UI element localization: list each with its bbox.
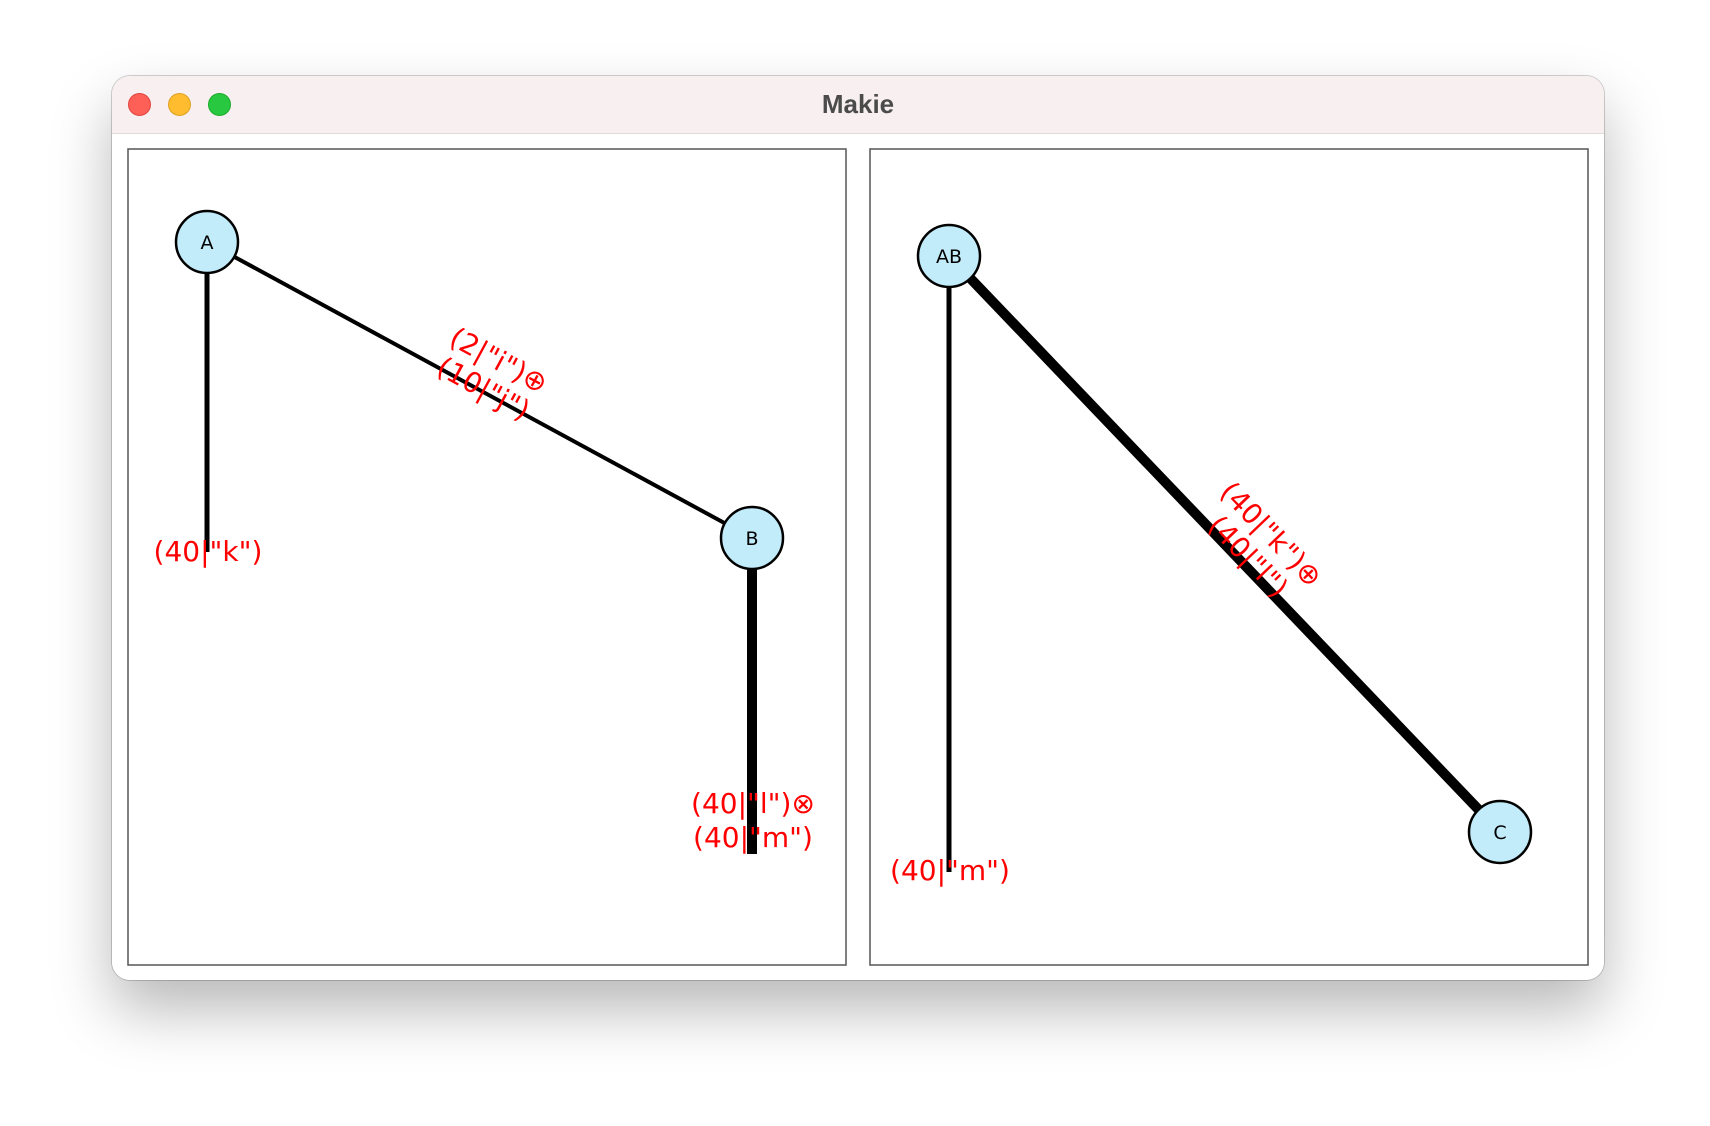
minimize-button[interactable]	[168, 93, 191, 116]
close-button[interactable]	[128, 93, 151, 116]
node-c-circle	[1467, 799, 1533, 865]
node-a[interactable]: A	[174, 209, 240, 275]
figure-canvas: A B (2|"i")⊕ (10|"j") (40|"k") (40|"l")⊗…	[112, 134, 1604, 980]
node-a-circle	[174, 209, 240, 275]
edge-ab-c	[945, 252, 1504, 836]
edge-a-b	[206, 240, 753, 540]
node-b-label: B	[745, 528, 758, 550]
app-window: Makie A B	[112, 76, 1604, 980]
right-axis-panel: AB C (40|"k")⊕ (40|"l") (40|"m")	[869, 148, 1589, 966]
window-title: Makie	[821, 89, 895, 119]
node-c-label: C	[1493, 822, 1506, 844]
open-edge-b-label-line2: (40|"m")	[693, 821, 813, 854]
node-b-circle	[719, 505, 785, 571]
node-a-label: A	[201, 232, 214, 254]
left-axis-panel: A B (2|"i")⊕ (10|"j") (40|"k") (40|"l")⊗…	[127, 148, 847, 966]
open-edge-a-label: (40|"k")	[154, 535, 263, 568]
node-ab[interactable]: AB	[916, 223, 982, 289]
open-edge-ab-label: (40|"m")	[890, 854, 1010, 887]
diagram-figure: A B (2|"i")⊕ (10|"j") (40|"k") (40|"l")⊗…	[127, 148, 1589, 966]
node-ab-label: AB	[936, 246, 962, 268]
node-b[interactable]: B	[719, 505, 785, 571]
node-c[interactable]: C	[1467, 799, 1533, 865]
node-ab-circle	[916, 223, 982, 289]
open-edge-b-label-line1: (40|"l")⊗	[691, 787, 815, 820]
title-bar[interactable]: Makie	[112, 76, 1604, 134]
maximize-button[interactable]	[208, 93, 231, 116]
